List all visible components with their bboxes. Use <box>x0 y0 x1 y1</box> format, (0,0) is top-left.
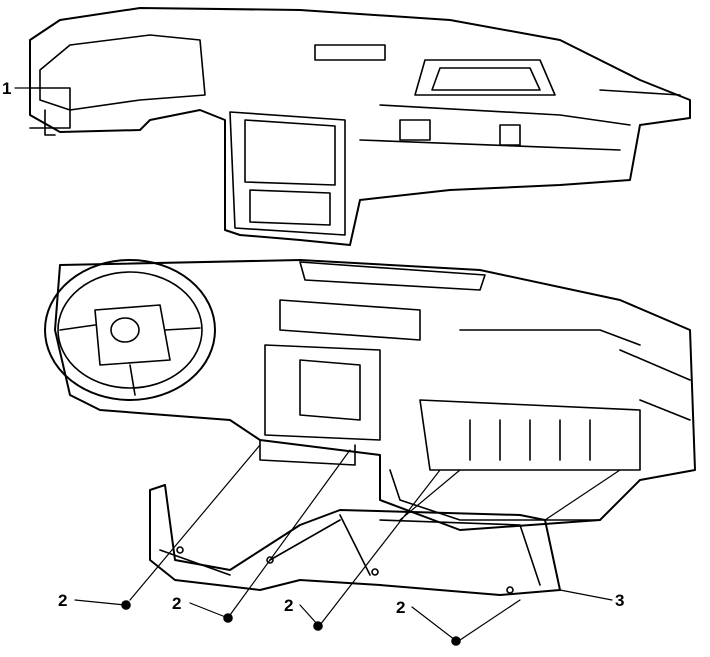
instrument-panel-carrier-assembly <box>54 259 696 531</box>
screw-icon <box>121 600 131 610</box>
upper-instrument-panel-trim <box>29 7 691 246</box>
callout-1: 1 <box>2 79 12 98</box>
leader-lines <box>14 87 621 641</box>
screw-icon <box>313 621 323 631</box>
screw-icon <box>451 636 461 646</box>
callout-2: 2 <box>284 596 294 615</box>
screws <box>121 600 461 646</box>
callout-3: 3 <box>615 591 625 610</box>
screw-icon <box>223 613 233 623</box>
callout-2: 2 <box>396 598 406 617</box>
steering-wheel <box>44 259 216 401</box>
knee-bolster-bracket <box>149 484 561 596</box>
callout-2: 2 <box>172 594 182 613</box>
callout-2: 2 <box>58 591 68 610</box>
